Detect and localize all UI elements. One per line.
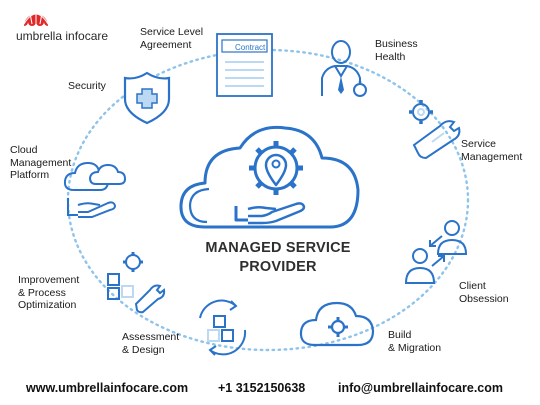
shield-plus-icon [123,71,171,125]
node-label-service-level-agreement: Service Level Agreement [140,26,204,51]
node-label-cloud-management-platform: Cloud Management Platform [10,144,72,181]
client-exchange-icon [404,220,468,284]
cycle-blocks-icon [199,299,247,356]
clouds-hand-icon [63,161,127,218]
cloud-hand-gear-location-icon [179,125,360,229]
footer-email: info@umbrellainfocare.com [338,381,503,395]
contract-badge: Contract [235,43,266,52]
gear-wrench-icon [409,100,461,160]
node-label-improvement-process-optimization: Improvement & Process Optimization [18,274,80,311]
node-label-client-obsession: Client Obsession [459,280,509,305]
center-title: MANAGED SERVICE PROVIDER [205,240,351,275]
node-label-business-health: Business Health [375,38,418,63]
node-label-assessment-design: Assessment & Design [122,331,180,356]
footer-website: www.umbrellainfocare.com [26,381,189,395]
footer-phone: +1 3152150638 [218,381,306,395]
node-label-security: Security [68,80,106,92]
node-label-build-migration: Build & Migration [388,329,442,354]
contact-footer: www.umbrellainfocare.com +1 3152150638 i… [0,381,540,403]
brand-name: umbrella infocare [16,29,109,43]
contract-document-icon [216,33,273,97]
businessman-icon [321,40,367,97]
node-label-service-management: Service Management [461,138,523,163]
umbrella-logo-icon [23,11,49,26]
cloud-gear-icon [299,301,375,347]
blocks-gear-wrench-icon [107,252,166,314]
